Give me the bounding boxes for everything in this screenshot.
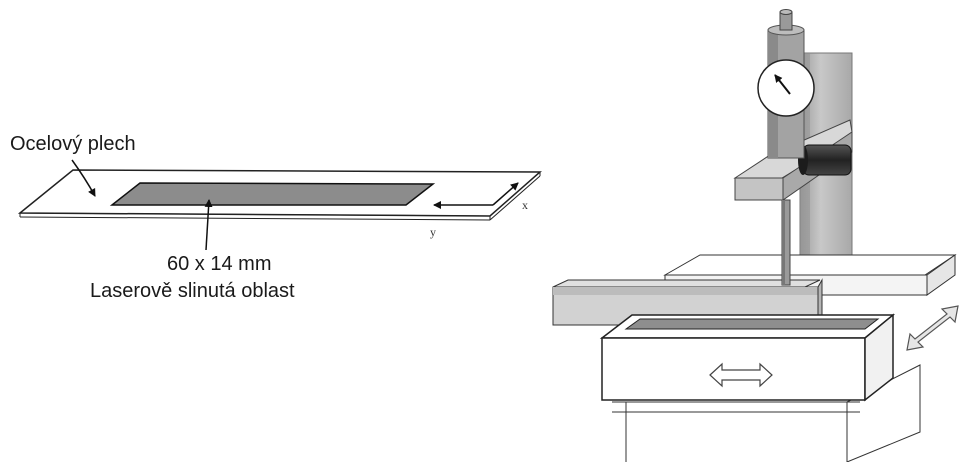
x-axis-label: x: [522, 198, 528, 212]
table-base: [612, 364, 921, 463]
sintered-area-label: Laserově slinutá oblast: [90, 280, 295, 302]
sintered-area: [109, 182, 436, 206]
rear-rail: [663, 254, 957, 276]
horizontal-move-arrow: [709, 362, 773, 388]
clamp-knob: [802, 144, 852, 176]
steel-plate-sample: [17, 159, 542, 251]
plate-label: Ocelový plech: [10, 133, 136, 155]
front-beam: [552, 279, 821, 288]
y-axis-label: y: [430, 225, 436, 239]
dimension-label: 60 x 14 mm: [167, 253, 272, 275]
measuring-table: [599, 313, 896, 402]
depth-move-arrow: [906, 305, 959, 351]
area-pointer-arrow: [204, 199, 213, 251]
axis-arrows: [433, 182, 519, 209]
x-axis-arrow: [492, 182, 519, 206]
plate-pointer-arrow: [71, 159, 96, 197]
steel-plate-edge: [19, 212, 491, 217]
steel-plate-edge: [19, 216, 491, 221]
dial-needle: [774, 74, 791, 95]
table-sample: [624, 318, 880, 330]
measuring-stand: [552, 9, 959, 463]
gauge-arm: [734, 177, 784, 201]
